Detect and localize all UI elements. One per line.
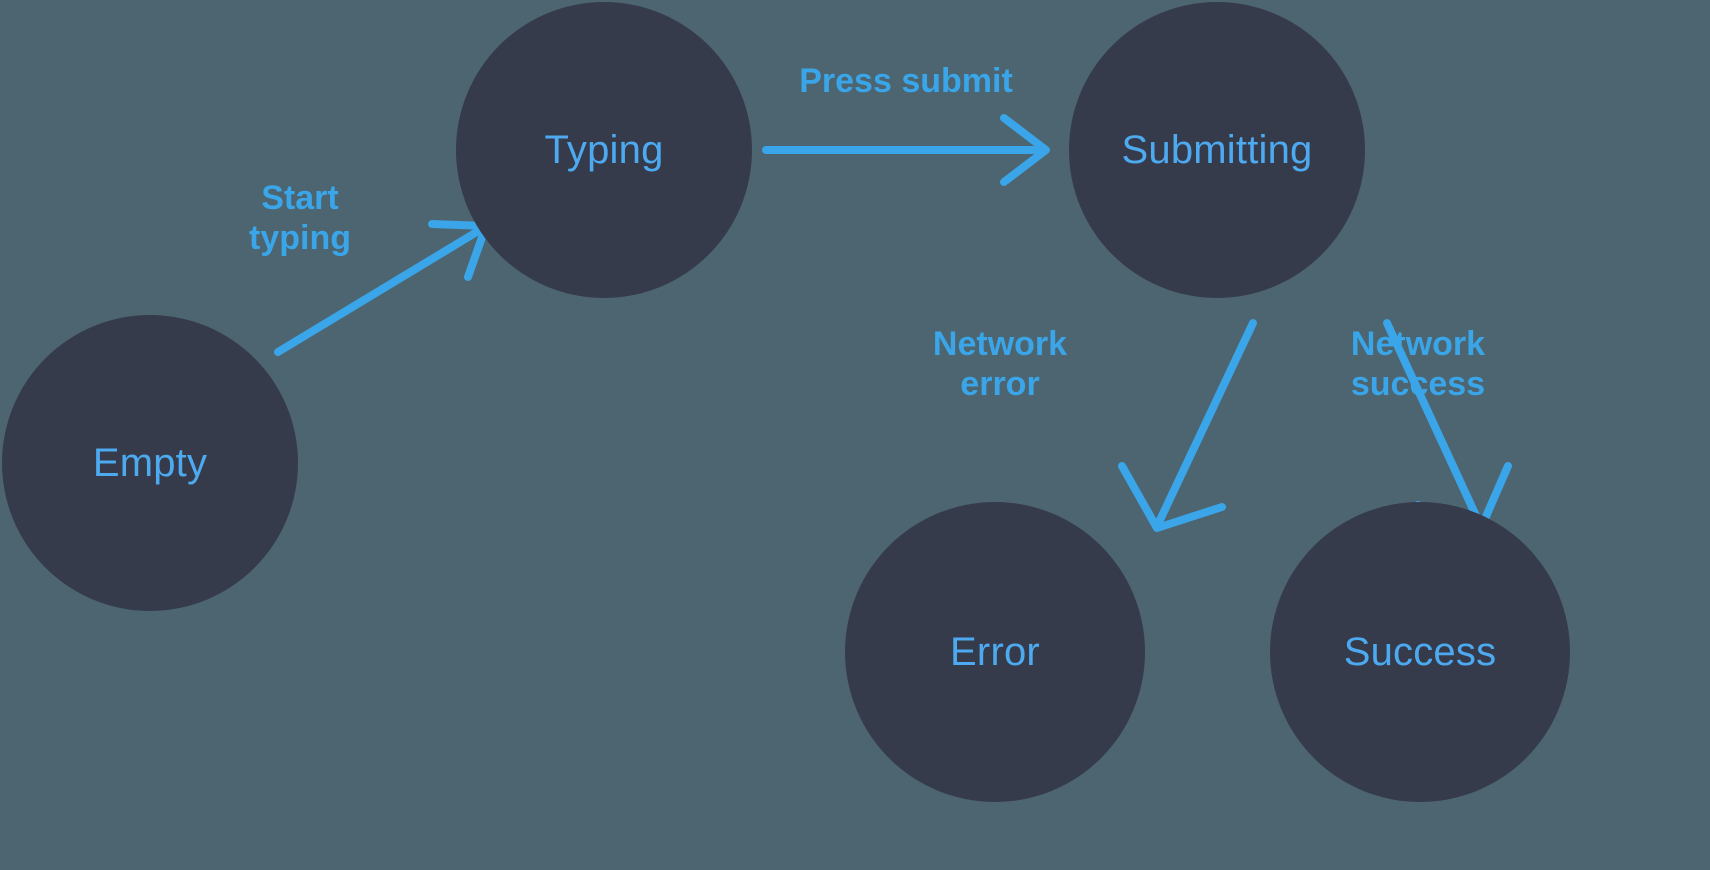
edge-label-network-success: Network success <box>1350 324 1486 403</box>
edge-label-press-submit: Press submit <box>799 61 1013 100</box>
edge-empty-to-typing-head <box>428 220 490 281</box>
edge-label-start-typing: Start typing <box>249 178 351 257</box>
edge-label-network-error: Network error <box>932 324 1068 403</box>
state-node-empty[interactable]: Empty <box>2 315 298 611</box>
state-node-typing[interactable]: Typing <box>456 2 752 298</box>
state-node-typing-label: Typing <box>544 128 664 172</box>
edge-submitting-to-error-head <box>1118 462 1226 532</box>
state-node-empty-label: Empty <box>92 441 208 485</box>
state-node-submitting[interactable]: Submitting <box>1069 2 1365 298</box>
state-node-success[interactable]: Success <box>1270 502 1570 802</box>
state-node-error[interactable]: Error <box>845 502 1145 802</box>
state-node-success-label: Success <box>1343 630 1497 674</box>
state-node-submitting-label: Submitting <box>1121 128 1313 172</box>
edge-submitting-to-error-path <box>1156 319 1257 524</box>
edge-typing-to-submitting-head <box>1000 114 1050 186</box>
state-node-error-label: Error <box>950 630 1040 674</box>
